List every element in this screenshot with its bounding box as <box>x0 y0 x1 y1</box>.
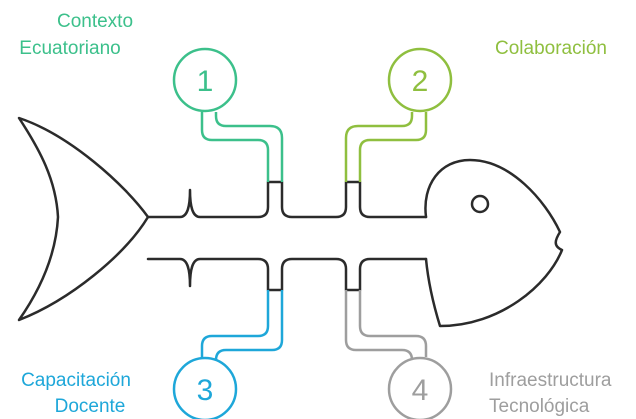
fish-spine-upper <box>146 180 428 219</box>
factor-4-label-line2: Tecnológica <box>489 396 590 417</box>
fish-spine-lower <box>146 257 428 292</box>
factor-2-branch <box>344 47 453 182</box>
factor-1-label-line1: Contexto <box>57 11 133 32</box>
factor-1-label-line2: Ecuatoriano <box>19 38 120 59</box>
factor-3-circle <box>172 356 238 419</box>
factor-2-number: 2 <box>412 65 429 98</box>
factor-3-label-line2: Docente <box>55 396 126 417</box>
factor-4-circle <box>387 356 453 419</box>
factor-3-label-line1: Capacitación <box>21 370 131 391</box>
factor-1-branch <box>172 47 284 182</box>
factor-2-label: Colaboración <box>495 38 607 59</box>
factor-1-circle <box>172 47 238 113</box>
factor-3-connector <box>200 290 284 362</box>
factor-1-number: 1 <box>197 65 214 98</box>
fish-eye-icon <box>470 194 490 214</box>
factor-2-circle <box>387 47 453 113</box>
fish-head <box>424 158 564 328</box>
factor-4-branch <box>344 290 453 419</box>
factor-4-label-line1: Infraestructura <box>489 370 612 391</box>
factor-3-number: 3 <box>197 374 214 407</box>
factor-3-branch <box>172 290 284 419</box>
factor-2-connector <box>344 112 428 182</box>
factor-4-connector <box>344 290 428 362</box>
factor-1-connector <box>200 112 284 182</box>
fish-skeleton <box>17 116 564 328</box>
factor-4-number: 4 <box>412 374 429 407</box>
fish-tail <box>17 116 150 322</box>
